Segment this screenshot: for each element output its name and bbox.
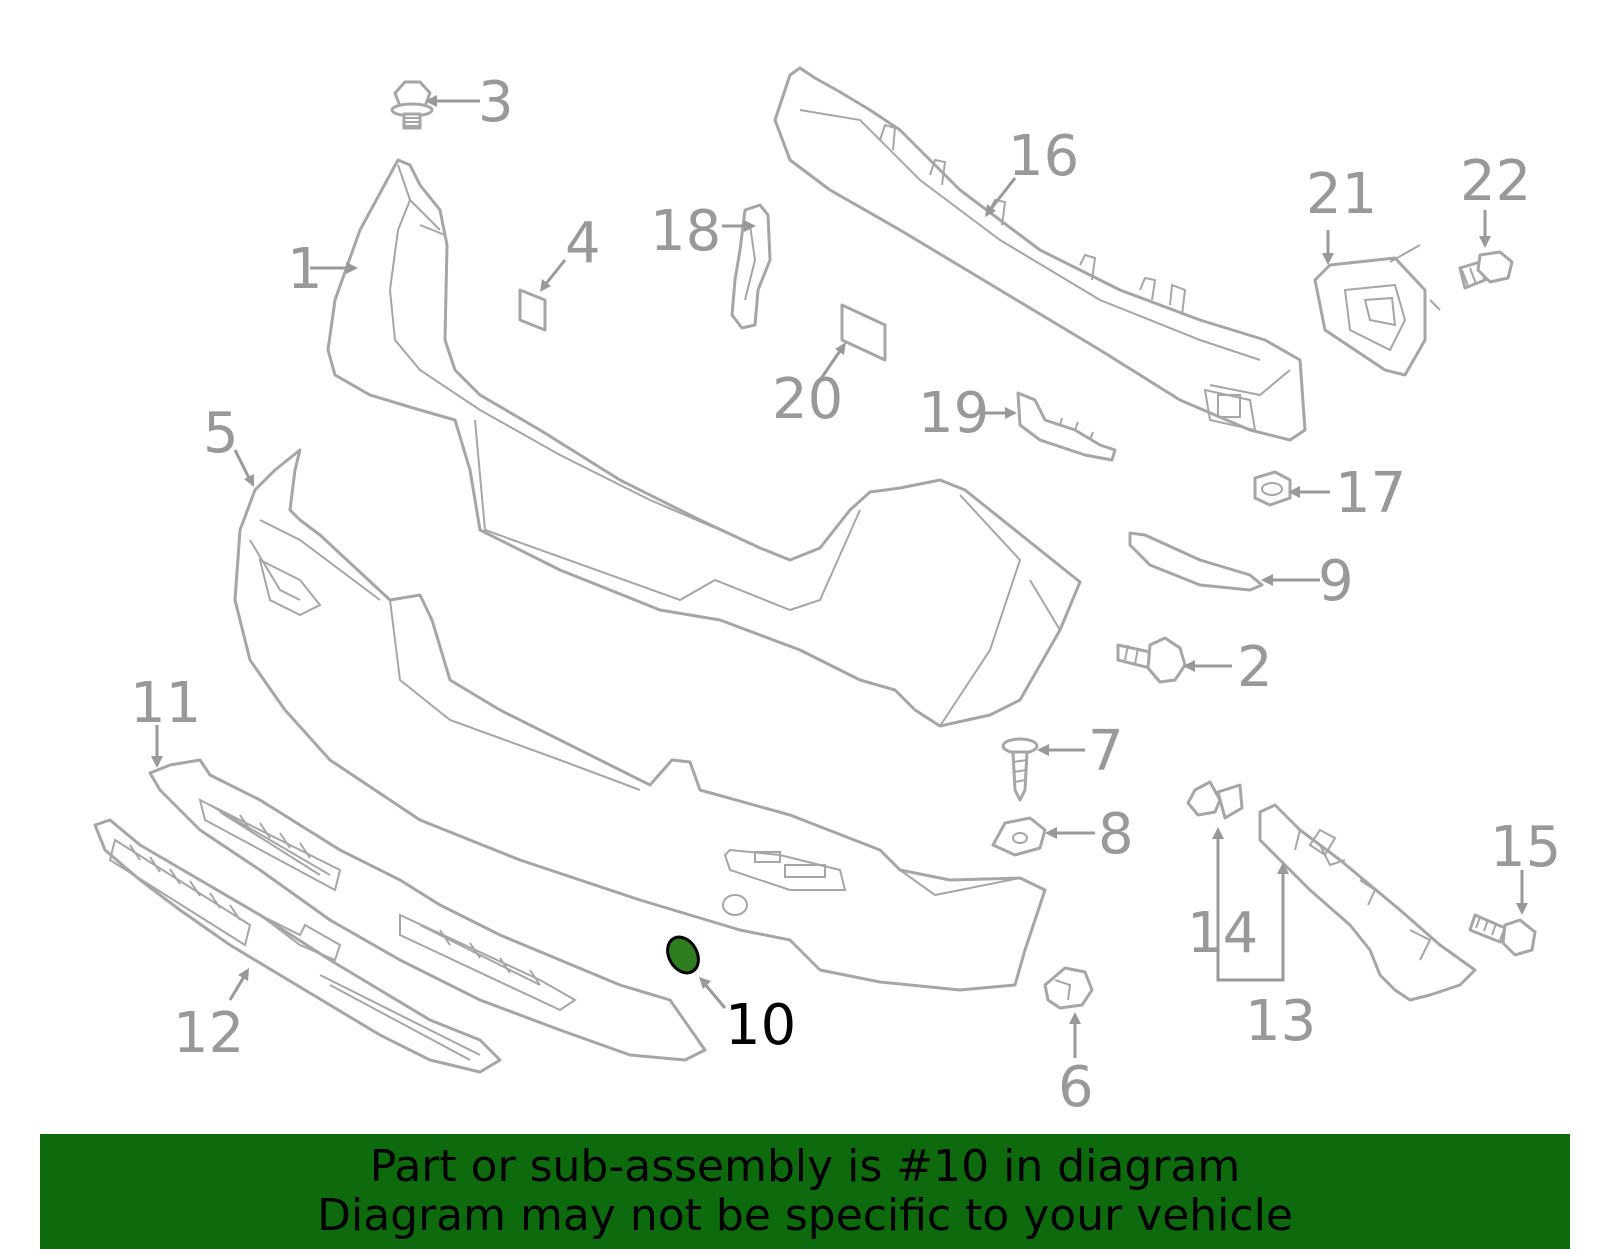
part-16-reinforcement-beam[interactable] xyxy=(773,66,1307,442)
callout-4[interactable]: 4 xyxy=(565,211,601,276)
callout-3[interactable]: 3 xyxy=(478,70,514,135)
callout-14[interactable]: 14 xyxy=(1187,901,1258,966)
callout-6[interactable]: 6 xyxy=(1058,1055,1094,1120)
callout-8[interactable]: 8 xyxy=(1098,802,1134,867)
callout-20[interactable]: 20 xyxy=(772,367,843,432)
callout-16[interactable]: 16 xyxy=(1008,124,1079,189)
part-12-lower-trim[interactable] xyxy=(93,818,502,1074)
part-13-bracket[interactable] xyxy=(1258,803,1477,1002)
callout-19[interactable]: 19 xyxy=(918,381,989,446)
callout-1[interactable]: 1 xyxy=(287,237,323,302)
callout-10-highlighted[interactable]: 10 xyxy=(725,993,796,1058)
callout-17[interactable]: 17 xyxy=(1335,461,1406,526)
part-19-bracket[interactable] xyxy=(1016,391,1117,462)
part-7-screw[interactable] xyxy=(1001,737,1039,802)
part-15-bolt[interactable] xyxy=(1468,913,1537,957)
banner-line-part-number: Part or sub-assembly is #10 in diagram xyxy=(369,1141,1241,1192)
banner-line-disclaimer: Diagram may not be specific to your vehi… xyxy=(317,1190,1293,1241)
part-18-bracket[interactable] xyxy=(730,203,772,330)
part-10-cap[interactable] xyxy=(661,932,704,979)
part-11-lower-grille[interactable] xyxy=(148,758,707,1062)
part-8-clip[interactable] xyxy=(991,816,1047,857)
part-3-bolt[interactable] xyxy=(390,80,434,130)
callout-15[interactable]: 15 xyxy=(1490,815,1561,880)
part-14-push-clip[interactable] xyxy=(1186,780,1244,820)
callout-22[interactable]: 22 xyxy=(1460,149,1531,214)
part-17-nut[interactable] xyxy=(1253,470,1292,507)
callout-9[interactable]: 9 xyxy=(1318,549,1354,614)
info-banner: Part or sub-assembly is #10 in diagram D… xyxy=(40,1134,1570,1249)
part-5-lower-cover[interactable] xyxy=(233,448,1047,992)
part-1-upper-cover[interactable] xyxy=(326,158,1082,728)
callout-numbers: 1 2 3 4 5 6 7 8 9 10 11 12 13 14 15 16 1… xyxy=(130,70,1561,1120)
callout-2[interactable]: 2 xyxy=(1237,635,1273,700)
part-4-pad[interactable] xyxy=(518,288,547,332)
part-9-reflector[interactable] xyxy=(1128,531,1264,592)
callout-12[interactable]: 12 xyxy=(173,1001,244,1066)
part-2-screw[interactable] xyxy=(1116,636,1187,684)
part-20-pad[interactable] xyxy=(840,303,887,362)
part-21-bracket[interactable] xyxy=(1313,244,1441,377)
callout-5[interactable]: 5 xyxy=(203,401,239,466)
callout-13[interactable]: 13 xyxy=(1245,989,1316,1054)
part-22-bolt[interactable] xyxy=(1458,250,1514,290)
part-6-cap[interactable] xyxy=(1043,966,1094,1010)
callout-leaders xyxy=(151,95,1528,1058)
callout-21[interactable]: 21 xyxy=(1306,162,1377,227)
callout-18[interactable]: 18 xyxy=(650,199,721,264)
callout-7[interactable]: 7 xyxy=(1088,719,1124,784)
callout-11[interactable]: 11 xyxy=(130,671,201,736)
